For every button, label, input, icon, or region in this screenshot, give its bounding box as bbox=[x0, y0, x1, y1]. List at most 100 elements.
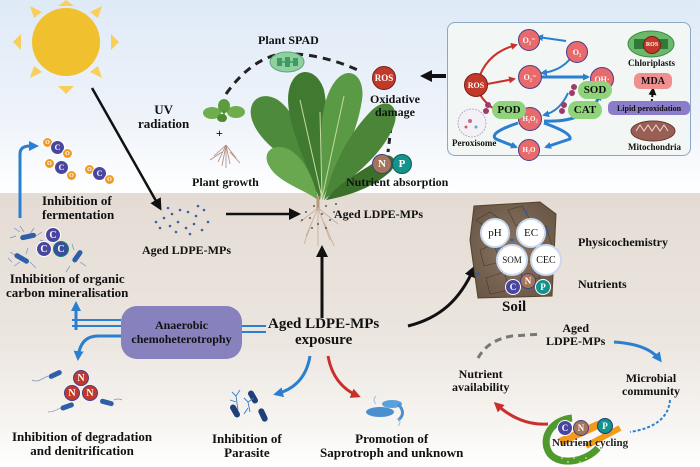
denitrifying-bacteria-icon bbox=[31, 370, 123, 413]
cycle-carbon: C bbox=[557, 420, 573, 436]
nitrogen-atom: N bbox=[64, 385, 80, 401]
exposure-line1: Aged LDPE-MPs bbox=[268, 316, 380, 332]
parasite-label: Inhibition of Parasite bbox=[212, 432, 282, 459]
fermentation-line2: fermentation bbox=[42, 206, 115, 222]
cycle-aged-line2: LDPE-MPs bbox=[546, 333, 606, 348]
carbon-atom: C bbox=[54, 160, 69, 175]
ec-property: EC bbox=[516, 218, 546, 248]
uv-label: UV radiation bbox=[138, 103, 189, 130]
microbial-line1: Microbial bbox=[625, 371, 677, 385]
water-node: H₂O bbox=[518, 139, 540, 161]
superoxide-top-node: O₂⁻ bbox=[518, 29, 540, 51]
root-microplastic-particles bbox=[301, 203, 337, 229]
oxygen-atom: O bbox=[66, 170, 77, 181]
aged-mps-particles bbox=[154, 204, 210, 236]
anaerobic-line1: Anaerobic bbox=[154, 318, 209, 333]
cycle-to-microbial-arrow bbox=[613, 340, 662, 363]
nitrogen-atom: N bbox=[73, 370, 89, 386]
panel-ros-node: ROS bbox=[464, 73, 488, 97]
oxygen-atom: O bbox=[62, 148, 73, 159]
sun-icon bbox=[13, 0, 119, 94]
soil-nitrogen: N bbox=[520, 273, 536, 289]
uv-label-line2: radiation bbox=[138, 115, 190, 131]
denitrification-line2: and denitrification bbox=[30, 442, 134, 458]
peroxisome-label: Peroxisome bbox=[452, 138, 497, 148]
mineralisation-label: Inhibition of organic carbon mineralisat… bbox=[6, 272, 128, 299]
mineralisation-line1: Inhibition of organic bbox=[9, 271, 125, 286]
plant-dashed-arc bbox=[224, 52, 363, 95]
cycle-aged-mps-label: Aged LDPE-MPs bbox=[546, 322, 605, 347]
carbon-atom: C bbox=[50, 140, 65, 155]
saprotroph-label: Promotion of Saprotroph and unknown bbox=[320, 432, 463, 459]
exposure-label: Aged LDPE-MPs exposure bbox=[268, 316, 380, 349]
mitochondria-icon bbox=[630, 120, 676, 142]
phosphorus-badge: P bbox=[392, 154, 412, 174]
mitochondria-label: Mitochondria bbox=[628, 142, 681, 152]
carbon-atom: C bbox=[53, 241, 69, 257]
cycle-aged-line1: Aged bbox=[562, 321, 589, 335]
parasite-icon bbox=[229, 389, 268, 422]
oxygen-node: O₂ bbox=[566, 41, 588, 63]
microbial-to-cycling-arrow bbox=[629, 399, 671, 433]
chloroplast-spad-icon bbox=[269, 51, 305, 73]
cycle-nitrogen: N bbox=[573, 420, 589, 436]
bacteria-icon bbox=[7, 225, 87, 273]
soil-phosphorus: P bbox=[535, 279, 551, 295]
nutrient-availability-line1: Nutrient bbox=[458, 367, 503, 381]
aged-mps-root-label: Aged LDPE-MPs bbox=[334, 207, 423, 221]
cycle-phosphorus: P bbox=[597, 418, 613, 434]
nutrient-cycling-label: Nutrient cycling bbox=[552, 437, 629, 449]
superoxide-node: O₂⁻ bbox=[518, 65, 542, 89]
cat-enzyme: CAT bbox=[568, 101, 602, 119]
cycling-to-availability-arrow bbox=[493, 401, 549, 426]
uv-arrow bbox=[90, 87, 162, 211]
nitrogen-atom: N bbox=[82, 385, 98, 401]
ros-pathway-panel: ROS O₂⁻ O₂ O₂⁻ OH· H₂O₂ H₂O SOD POD CAT … bbox=[447, 22, 691, 161]
parasite-arrow bbox=[273, 355, 312, 398]
saprotroph-line2: Saprotroph and unknown bbox=[320, 444, 464, 460]
saprotroph-icon bbox=[366, 395, 404, 427]
ph-property: pH bbox=[480, 218, 510, 248]
mineralisation-line2: carbon mineralisation bbox=[6, 284, 129, 300]
parasite-line1: Inhibition of bbox=[212, 431, 282, 446]
nitrogen-badge: N bbox=[372, 154, 392, 174]
anaerobic-chemoheterotrophy-box: Anaerobic chemoheterotrophy bbox=[121, 306, 242, 359]
nutrient-availability-label: Nutrient availability bbox=[452, 368, 509, 393]
ros-badge: ROS bbox=[372, 66, 396, 90]
chloroplasts-label: Chloriplasts bbox=[628, 58, 676, 68]
aged-mps-left-label: Aged LDPE-MPs bbox=[142, 243, 231, 257]
saprotroph-arrow bbox=[326, 355, 361, 398]
oxidative-damage-label: Oxidative damage bbox=[370, 93, 420, 118]
fermentation-label: Inhibition of fermentation bbox=[42, 194, 114, 221]
plant-roots-icon bbox=[299, 207, 339, 247]
plus-sign: + bbox=[216, 126, 223, 140]
fermentation-line1: Inhibition of bbox=[42, 193, 112, 208]
soil-label: Soil bbox=[502, 299, 527, 315]
carbon-atom: C bbox=[36, 241, 52, 257]
plant-spad-label: Plant SPAD bbox=[258, 33, 319, 47]
exposure-line2: exposure bbox=[295, 331, 353, 348]
panel-to-ros-arrow bbox=[420, 70, 446, 82]
nutrient-availability-line2: availability bbox=[452, 379, 510, 394]
lipid-peroxidation-label: Lipid peroxidation bbox=[608, 101, 690, 115]
root-icon bbox=[209, 144, 241, 168]
carbon-atom: C bbox=[45, 227, 61, 243]
seedling-icon bbox=[203, 99, 245, 122]
nutrient-absorption-label: Nutrient absorption bbox=[346, 175, 449, 189]
parasite-line2: Parasite bbox=[224, 444, 270, 460]
chloroplast-ros-node: ROS bbox=[643, 36, 661, 54]
enzyme-blobs bbox=[483, 84, 577, 114]
denitrification-line1: Inhibition of degradation bbox=[12, 429, 153, 444]
microbial-line2: community bbox=[622, 383, 680, 398]
oxygen-atom: O bbox=[104, 174, 115, 185]
saprotroph-line1: Promotion of bbox=[355, 431, 429, 446]
cec-property: CEC bbox=[530, 244, 562, 276]
oxidative-line2: damage bbox=[375, 104, 415, 119]
physicochemistry-label: Physicochemistry bbox=[578, 235, 668, 249]
cycle-dashed-arc bbox=[476, 332, 543, 359]
exposure-to-soil-arrow bbox=[407, 265, 476, 328]
carbon-atom: C bbox=[92, 166, 107, 181]
oxidative-line1: Oxidative bbox=[370, 92, 420, 106]
plant-growth-label: Plant growth bbox=[192, 175, 259, 189]
